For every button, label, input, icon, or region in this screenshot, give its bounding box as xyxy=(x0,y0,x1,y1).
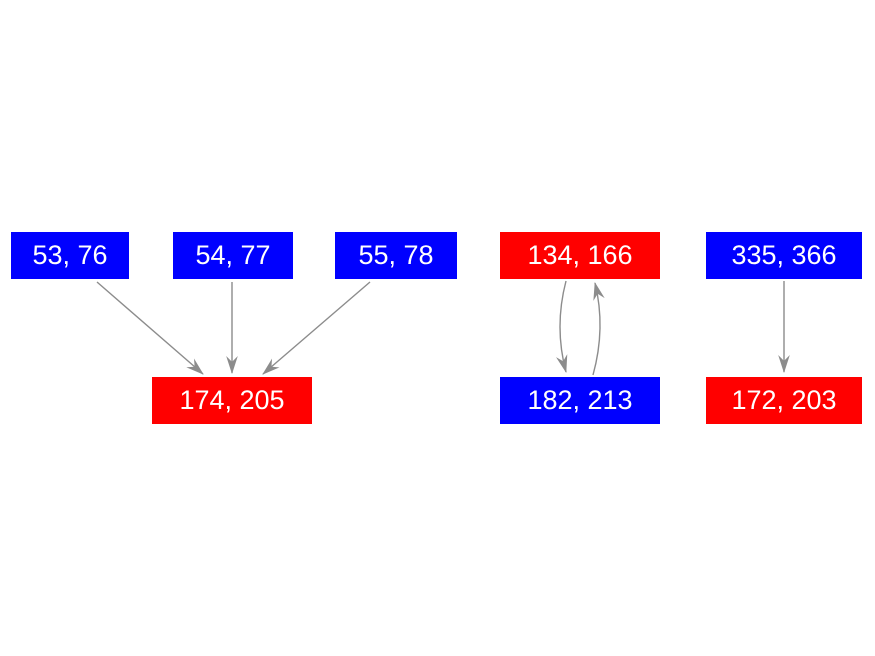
node-label: 134, 166 xyxy=(527,240,633,270)
graph-node-134-166: 134, 166 xyxy=(500,232,660,279)
node-label: 182, 213 xyxy=(527,385,633,415)
graph-node-54-77: 54, 77 xyxy=(173,232,293,279)
node-label: 54, 77 xyxy=(195,240,271,270)
graph-node-53-76: 53, 76 xyxy=(11,232,129,279)
edge-134-166-to-182-213 xyxy=(556,280,568,374)
graph-node-174-205: 174, 205 xyxy=(152,377,312,424)
edge-182-213-to-134-166 xyxy=(592,281,605,376)
edge-55-78-to-174-205 xyxy=(262,281,371,375)
node-label: 53, 76 xyxy=(32,240,108,270)
edge-53-76-to-174-205 xyxy=(96,281,204,375)
node-label: 172, 203 xyxy=(731,385,837,415)
node-label: 174, 205 xyxy=(179,385,285,415)
node-label: 55, 78 xyxy=(358,240,434,270)
graph-node-172-203: 172, 203 xyxy=(706,377,862,424)
node-label: 335, 366 xyxy=(731,240,837,270)
graph-node-55-78: 55, 78 xyxy=(335,232,457,279)
graph-node-182-213: 182, 213 xyxy=(500,377,660,424)
graph-node-335-366: 335, 366 xyxy=(706,232,862,279)
